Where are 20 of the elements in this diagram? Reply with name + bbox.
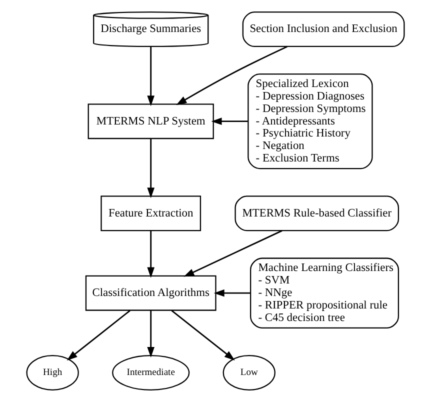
node-box: Feature Extraction (100, 196, 202, 232)
arrow (147, 138, 155, 198)
node-box: Machine Learning Classifiers - SVM - NNge - RIPPER propositional rule - C45 decision tree (250, 258, 400, 328)
node-box: Classification Algorithms (85, 275, 216, 311)
node-box: Section Inclusion and Exclusion (242, 12, 405, 47)
node-box: MTERMS NLP System (88, 104, 214, 140)
arrow (147, 46, 155, 106)
arrow (147, 230, 155, 278)
arrow (211, 118, 248, 125)
node-box: MTERMS Rule-based Classifier (234, 196, 400, 232)
arrow (214, 289, 250, 297)
arrow (66, 310, 130, 360)
arrow (171, 310, 235, 360)
node-ellipse: Intermediate (112, 355, 190, 390)
node-box: Specialized Lexicon - Depression Diagnoses - Depression Symptoms - Antidepressants - Psychiatric History - Negation - Exclusion Terms (248, 74, 373, 170)
node-ellipse: Low (222, 355, 276, 390)
node-ellipse: High (26, 355, 79, 390)
arrow (147, 310, 155, 358)
arrow (176, 46, 288, 106)
arrow (184, 230, 282, 277)
